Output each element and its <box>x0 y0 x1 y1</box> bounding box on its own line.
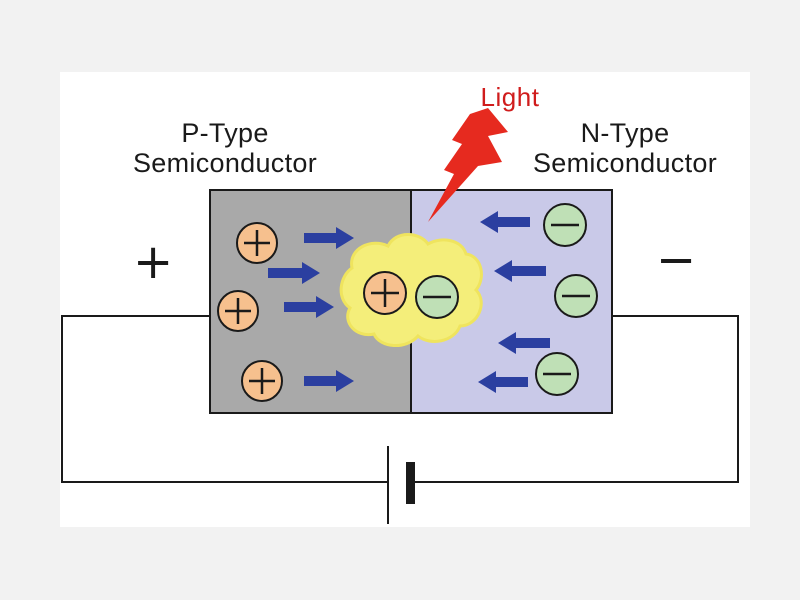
circuit-wire <box>61 315 739 483</box>
battery-icon <box>387 446 415 524</box>
p-type-label: P-Type Semiconductor <box>95 118 355 178</box>
p-type-label-line2: Semiconductor <box>133 148 317 178</box>
drift-arrow-icon <box>268 262 320 284</box>
drift-arrow-icon <box>304 227 354 249</box>
drift-arrow-icon <box>284 296 334 318</box>
drift-arrow-icon <box>304 370 354 392</box>
p-type-label-line1: P-Type <box>181 118 269 148</box>
hole-carrier-icon <box>363 271 407 315</box>
electron-carrier-icon <box>554 274 598 318</box>
positive-terminal-sign: + <box>133 234 174 290</box>
hole-carrier-icon <box>241 360 283 402</box>
drift-arrow-icon <box>478 371 528 393</box>
n-type-label: N-Type Semiconductor <box>495 118 755 178</box>
electron-carrier-icon <box>543 203 587 247</box>
electron-carrier-icon <box>415 275 459 319</box>
electron-carrier-icon <box>535 352 579 396</box>
drift-arrow-icon <box>494 260 546 282</box>
drift-arrow-icon <box>480 211 530 233</box>
drift-arrow-icon <box>498 332 550 354</box>
recombination-glow <box>339 233 483 347</box>
lightning-bolt-icon <box>428 108 508 222</box>
light-label: Light <box>480 82 540 112</box>
n-type-label-line2: Semiconductor <box>533 148 717 178</box>
n-type-label-line1: N-Type <box>580 118 670 148</box>
hole-carrier-icon <box>236 222 278 264</box>
hole-carrier-icon <box>217 290 259 332</box>
negative-terminal-sign: − <box>656 232 697 288</box>
